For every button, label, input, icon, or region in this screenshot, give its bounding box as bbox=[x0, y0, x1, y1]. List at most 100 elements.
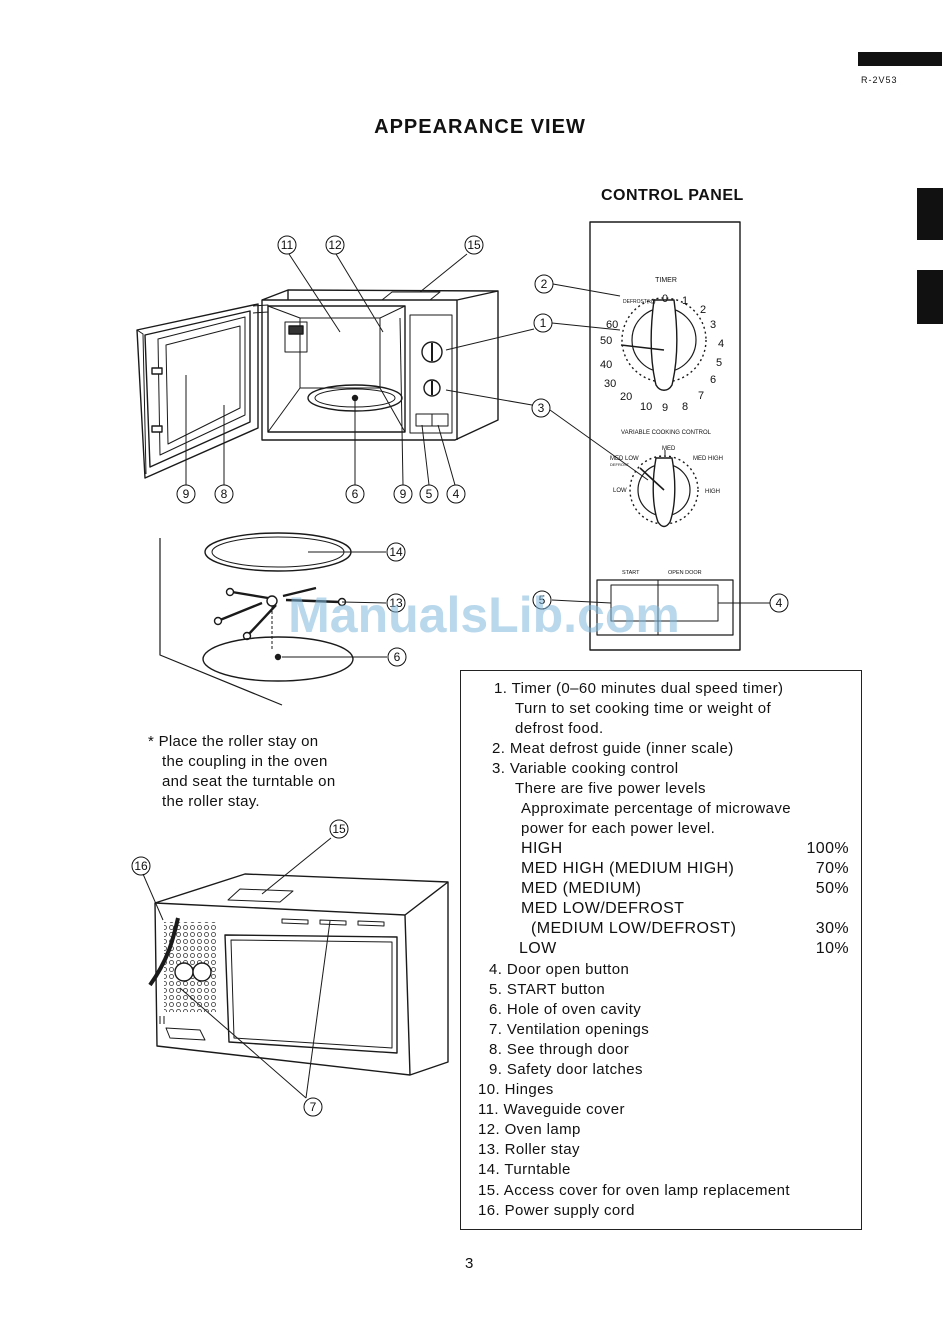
control-panel-drawing bbox=[589, 221, 741, 651]
callout-label: 1 bbox=[540, 316, 547, 330]
note-line: and seat the turntable on bbox=[162, 773, 336, 790]
power-level-percent: 10% bbox=[815, 940, 849, 957]
callout-numbers: 11 12 15 2 1 3 9 8 6 9 5 4 14 13 6 5 4 1… bbox=[131, 235, 789, 1117]
timer-tick: 50 bbox=[600, 335, 612, 347]
callout-label: 16 bbox=[134, 859, 148, 873]
legend-item: 10. Hinges bbox=[478, 1081, 554, 1098]
power-level-name: MED (MEDIUM) bbox=[521, 880, 642, 897]
legend-item: 5. START button bbox=[489, 981, 606, 998]
timer-tick: 4 bbox=[718, 338, 724, 350]
callout-label: 5 bbox=[539, 593, 546, 607]
page-number: 3 bbox=[465, 1255, 474, 1272]
power-level-percent: 100% bbox=[806, 840, 849, 857]
legend-item: power for each power level. bbox=[521, 820, 716, 837]
timer-tick: 30 bbox=[604, 378, 616, 390]
roller-stay-note: * Place the roller stay on the coupling … bbox=[148, 732, 335, 812]
control-panel-title: CONTROL PANEL bbox=[601, 187, 744, 204]
callout-label: 6 bbox=[394, 650, 401, 664]
front-callout-leaders bbox=[185, 253, 535, 486]
timer-tick: 10 bbox=[640, 401, 652, 413]
legend-item: 14. Turntable bbox=[478, 1161, 571, 1178]
legend-item: Turn to set cooking time or weight of bbox=[515, 700, 772, 717]
callout-label: 9 bbox=[183, 487, 190, 501]
note-line: the roller stay. bbox=[162, 793, 260, 810]
timer-label: TIMER bbox=[655, 277, 677, 284]
callout-label: 11 bbox=[281, 238, 294, 252]
legend-item: 4. Door open button bbox=[489, 961, 630, 978]
power-level-name: MED LOW/DEFROST bbox=[521, 900, 685, 917]
callout-label: 12 bbox=[328, 238, 342, 252]
oven-rear-drawing bbox=[148, 873, 449, 1076]
power-level-percent: 70% bbox=[815, 860, 849, 877]
power-level-percent: 30% bbox=[815, 920, 849, 937]
turntable-callout-leaders bbox=[282, 551, 387, 658]
power-tick: MED bbox=[662, 446, 676, 452]
variable-control-label: VARIABLE COOKING CONTROL bbox=[621, 430, 712, 436]
callout-label: 4 bbox=[776, 596, 783, 610]
power-tick: LOW bbox=[613, 488, 627, 494]
timer-tick: 40 bbox=[600, 359, 612, 371]
power-level-name: (MEDIUM LOW/DEFROST) bbox=[531, 920, 737, 937]
callout-label: 4 bbox=[453, 487, 460, 501]
timer-tick: 7 bbox=[698, 390, 704, 402]
callout-label: 2 bbox=[541, 277, 548, 291]
watermark: ManualsLib.com bbox=[288, 587, 680, 643]
callout-label: 13 bbox=[389, 596, 403, 610]
legend-item: 11. Waveguide cover bbox=[478, 1101, 625, 1118]
legend-item: 6. Hole of oven cavity bbox=[489, 1001, 642, 1018]
legend-item: defrost food. bbox=[515, 720, 604, 737]
callout-label: 14 bbox=[389, 545, 403, 559]
legend-item: 8. See through door bbox=[489, 1041, 630, 1058]
timer-tick: 6 bbox=[710, 374, 716, 386]
legend-item: 12. Oven lamp bbox=[478, 1121, 581, 1138]
callout-label: 7 bbox=[310, 1100, 317, 1114]
callout-label: 9 bbox=[400, 487, 407, 501]
callout-label: 15 bbox=[467, 238, 481, 252]
power-tick: HIGH bbox=[705, 489, 720, 495]
page-title: APPEARANCE VIEW bbox=[374, 116, 586, 138]
open-door-label: OPEN DOOR bbox=[668, 570, 702, 576]
timer-tick: 2 bbox=[700, 304, 706, 316]
control-panel-text: TIMER DEFROST(kg) 60 50 40 30 20 10 9 8 … bbox=[600, 277, 724, 576]
power-level-name: MED HIGH (MEDIUM HIGH) bbox=[521, 860, 735, 877]
timer-tick: 1 bbox=[682, 295, 688, 307]
timer-tick: 0 bbox=[662, 293, 668, 305]
timer-tick: 9 bbox=[662, 402, 668, 414]
note-line: the coupling in the oven bbox=[162, 753, 328, 770]
timer-tick: 5 bbox=[716, 357, 722, 369]
callout-label: 6 bbox=[352, 487, 359, 501]
legend-item: 3. Variable cooking control bbox=[492, 760, 679, 777]
legend-item: Approximate percentage of microwave bbox=[521, 800, 791, 817]
legend-item: 7. Ventilation openings bbox=[489, 1021, 650, 1038]
model-number: R-2V53 bbox=[861, 75, 898, 85]
oven-front-drawing bbox=[136, 289, 499, 479]
timer-tick: 20 bbox=[620, 391, 632, 403]
timer-tick: 60 bbox=[606, 319, 618, 331]
legend-item: There are five power levels bbox=[515, 780, 706, 797]
parts-legend: 1. Timer (0–60 minutes dual speed timer)… bbox=[460, 670, 862, 1230]
callout-label: 8 bbox=[221, 487, 228, 501]
edge-tab-upper bbox=[917, 188, 943, 240]
legend-item: 9. Safety door latches bbox=[489, 1061, 643, 1078]
legend-item: 15. Access cover for oven lamp replaceme… bbox=[478, 1182, 790, 1199]
power-tick: MED HIGH bbox=[693, 456, 723, 462]
defrost-label: DEFROST(kg) bbox=[623, 299, 656, 305]
legend-item: 16. Power supply cord bbox=[478, 1202, 635, 1219]
power-tick: MED LOW bbox=[610, 456, 639, 462]
power-tick: DEFROST bbox=[610, 462, 630, 467]
legend-item: 2. Meat defrost guide (inner scale) bbox=[492, 740, 734, 757]
rear-callout-leaders bbox=[142, 837, 332, 1099]
callout-label: 15 bbox=[332, 822, 346, 836]
timer-tick: 3 bbox=[710, 319, 716, 331]
callout-11 bbox=[277, 235, 297, 255]
legend-item: 13. Roller stay bbox=[478, 1141, 580, 1158]
timer-tick: 8 bbox=[682, 401, 688, 413]
power-level-name: LOW bbox=[519, 940, 557, 957]
header-bar bbox=[858, 52, 942, 66]
callout-label: 3 bbox=[538, 401, 545, 415]
note-line: * Place the roller stay on bbox=[148, 733, 319, 750]
start-label: START bbox=[622, 570, 640, 576]
edge-tab-lower bbox=[917, 270, 943, 324]
callout-label: 5 bbox=[426, 487, 433, 501]
